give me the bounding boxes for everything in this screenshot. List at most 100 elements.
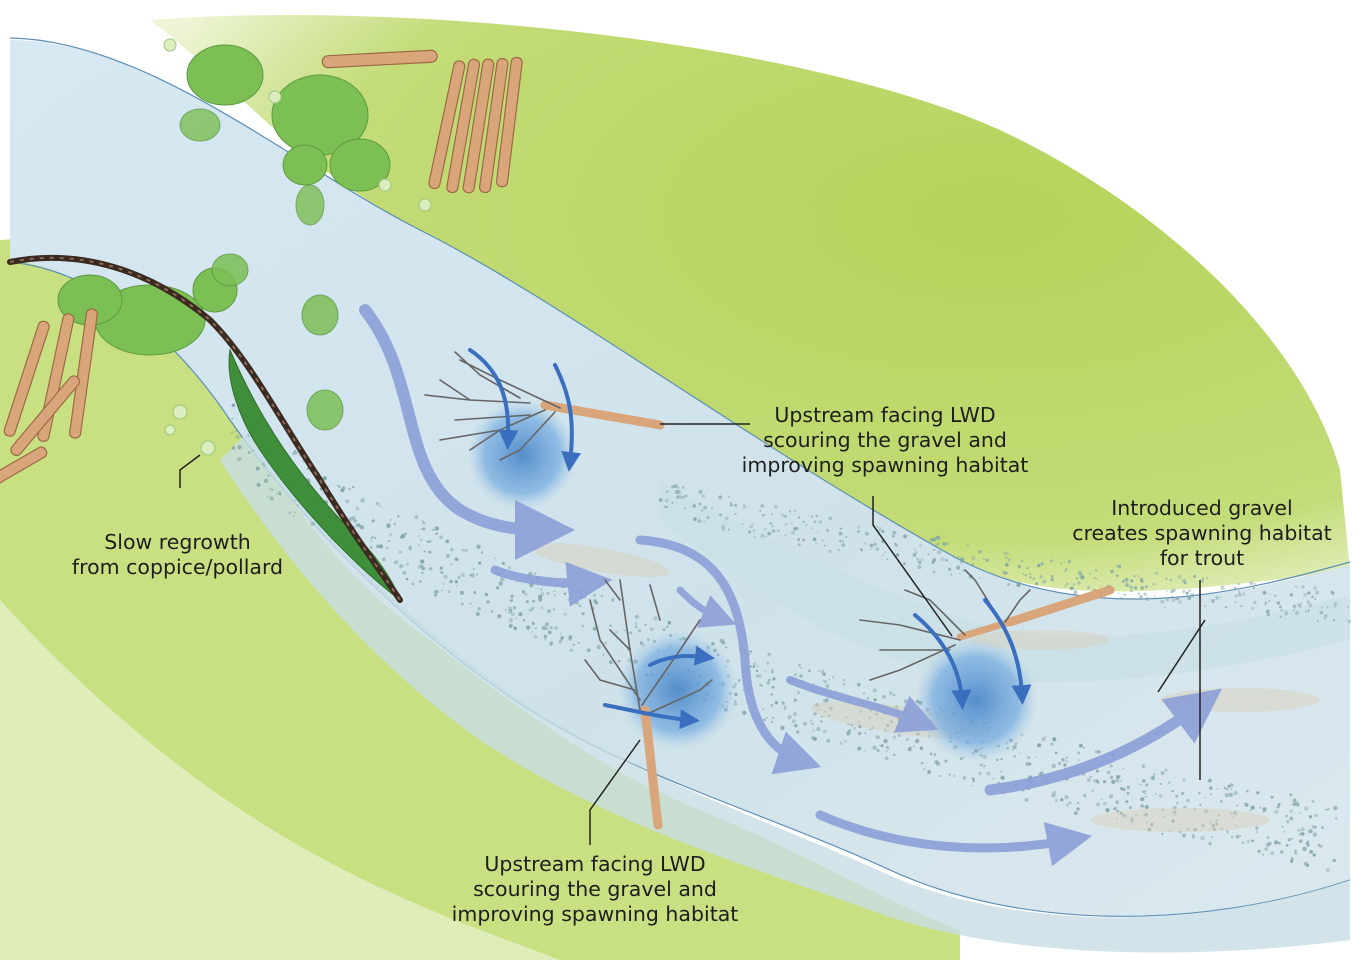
gravel-dot [540,589,542,591]
gravel-dot [893,754,896,757]
gravel-dot [771,693,773,695]
gravel-dot [419,580,421,582]
gravel-dot [862,550,864,552]
gravel-dot [406,563,409,566]
gravel-dot [794,699,797,702]
gravel-dot [1277,601,1280,604]
regrowth-line-1: Slow regrowth [50,530,305,555]
gravel-dot [908,747,912,751]
gravel-dot [1055,752,1058,755]
gravel-dot [863,692,865,694]
gravel-dot [771,721,773,723]
gravel-dot [986,559,989,562]
gravel-dot [857,683,861,687]
gravel-dot [930,753,933,756]
gravel-dot [237,457,241,461]
gravel-dot [1217,788,1219,790]
gravel-dot [753,529,756,532]
gravel-dot [1182,589,1186,593]
gravel-dot [983,765,985,767]
gravel-dot [1333,806,1337,810]
gravel-dot [388,540,390,542]
gravel-dot [1066,757,1068,759]
gravel-dot [1188,589,1191,592]
gravel-dot [505,609,507,611]
regrowth-line-2: from coppice/pollard [50,555,305,580]
gravel-dot [509,624,513,628]
gravel-dot [793,712,797,716]
gravel-dot [1246,790,1249,793]
gravel-dot [1014,755,1016,757]
gravel-dot [1280,850,1283,853]
gravel-dot [1096,770,1099,773]
gravel-dot [966,562,968,564]
gravel-dot [980,577,982,579]
gravel-dot [418,535,420,537]
gravel-dot [1090,776,1092,778]
gravel-dot [1166,590,1168,592]
gravel-dot [799,674,802,677]
gravel-dot [564,593,567,596]
gravel-dot [1309,829,1313,833]
gravel-dot [1161,771,1165,775]
gravel-dot [370,546,373,549]
gravel-dot [473,568,475,570]
gravel-dot [502,562,505,565]
gravel-dot [526,600,529,603]
gravel-dot [767,681,770,684]
gravel-dot [1140,797,1144,801]
gravel-dot [522,590,525,593]
gravel-dot [418,565,422,569]
gravel-dot [1269,594,1271,596]
gravel-dot [766,717,768,719]
gravel-dot [770,704,773,707]
gravel-dot [1274,810,1278,814]
gravel-dot [1094,577,1096,579]
gravel-dot [1096,781,1099,784]
gravel-dot [665,499,669,503]
gravel-dot [1077,581,1081,585]
gravel-dot [401,534,405,538]
gravel-dot [1293,799,1297,803]
gravel-dot [811,528,813,530]
gravel-dot [1130,590,1132,592]
gravel-dot [476,545,480,549]
gravel-dot [702,495,705,498]
gravel-dot [792,719,796,723]
gravel-dot [1326,868,1330,872]
gravel-dot [422,567,425,570]
gravel-dot [1170,579,1172,581]
gravel-dot [920,747,924,751]
gravel-dot [635,625,638,628]
gravel-dot [919,544,922,547]
gravel-dot [570,649,574,653]
gravel-dot [906,738,909,741]
gravel-dot [449,580,453,584]
gravel-dot [579,605,581,607]
gravel-dot [818,520,822,524]
gravel-dot [818,670,820,672]
gravel-dot [1315,598,1317,600]
gravel-dot [720,639,724,643]
gravel-dot [1236,835,1240,839]
gravel-dot [752,523,754,525]
gravel-dot [706,516,709,519]
gravel-dot [1166,599,1168,601]
gravel-dot [763,718,766,721]
gravel-dot [1145,585,1148,588]
gravel-dot [526,626,530,630]
gravel-dot [978,550,982,554]
gravel-dot [1129,806,1132,809]
gravel-dot [1083,794,1087,798]
gravel-dot [1295,586,1297,588]
gravel-dot [782,701,784,703]
gravel-dot [1301,827,1305,831]
gravel-dot [784,515,787,518]
gravel-dot [361,526,363,528]
gravel-dot [1154,596,1156,598]
gravel-dot [376,502,379,505]
gravel-dot [537,587,539,589]
gravel-dot [1239,594,1242,597]
gravel-dot [554,594,556,596]
gravel-dot [1220,597,1222,599]
